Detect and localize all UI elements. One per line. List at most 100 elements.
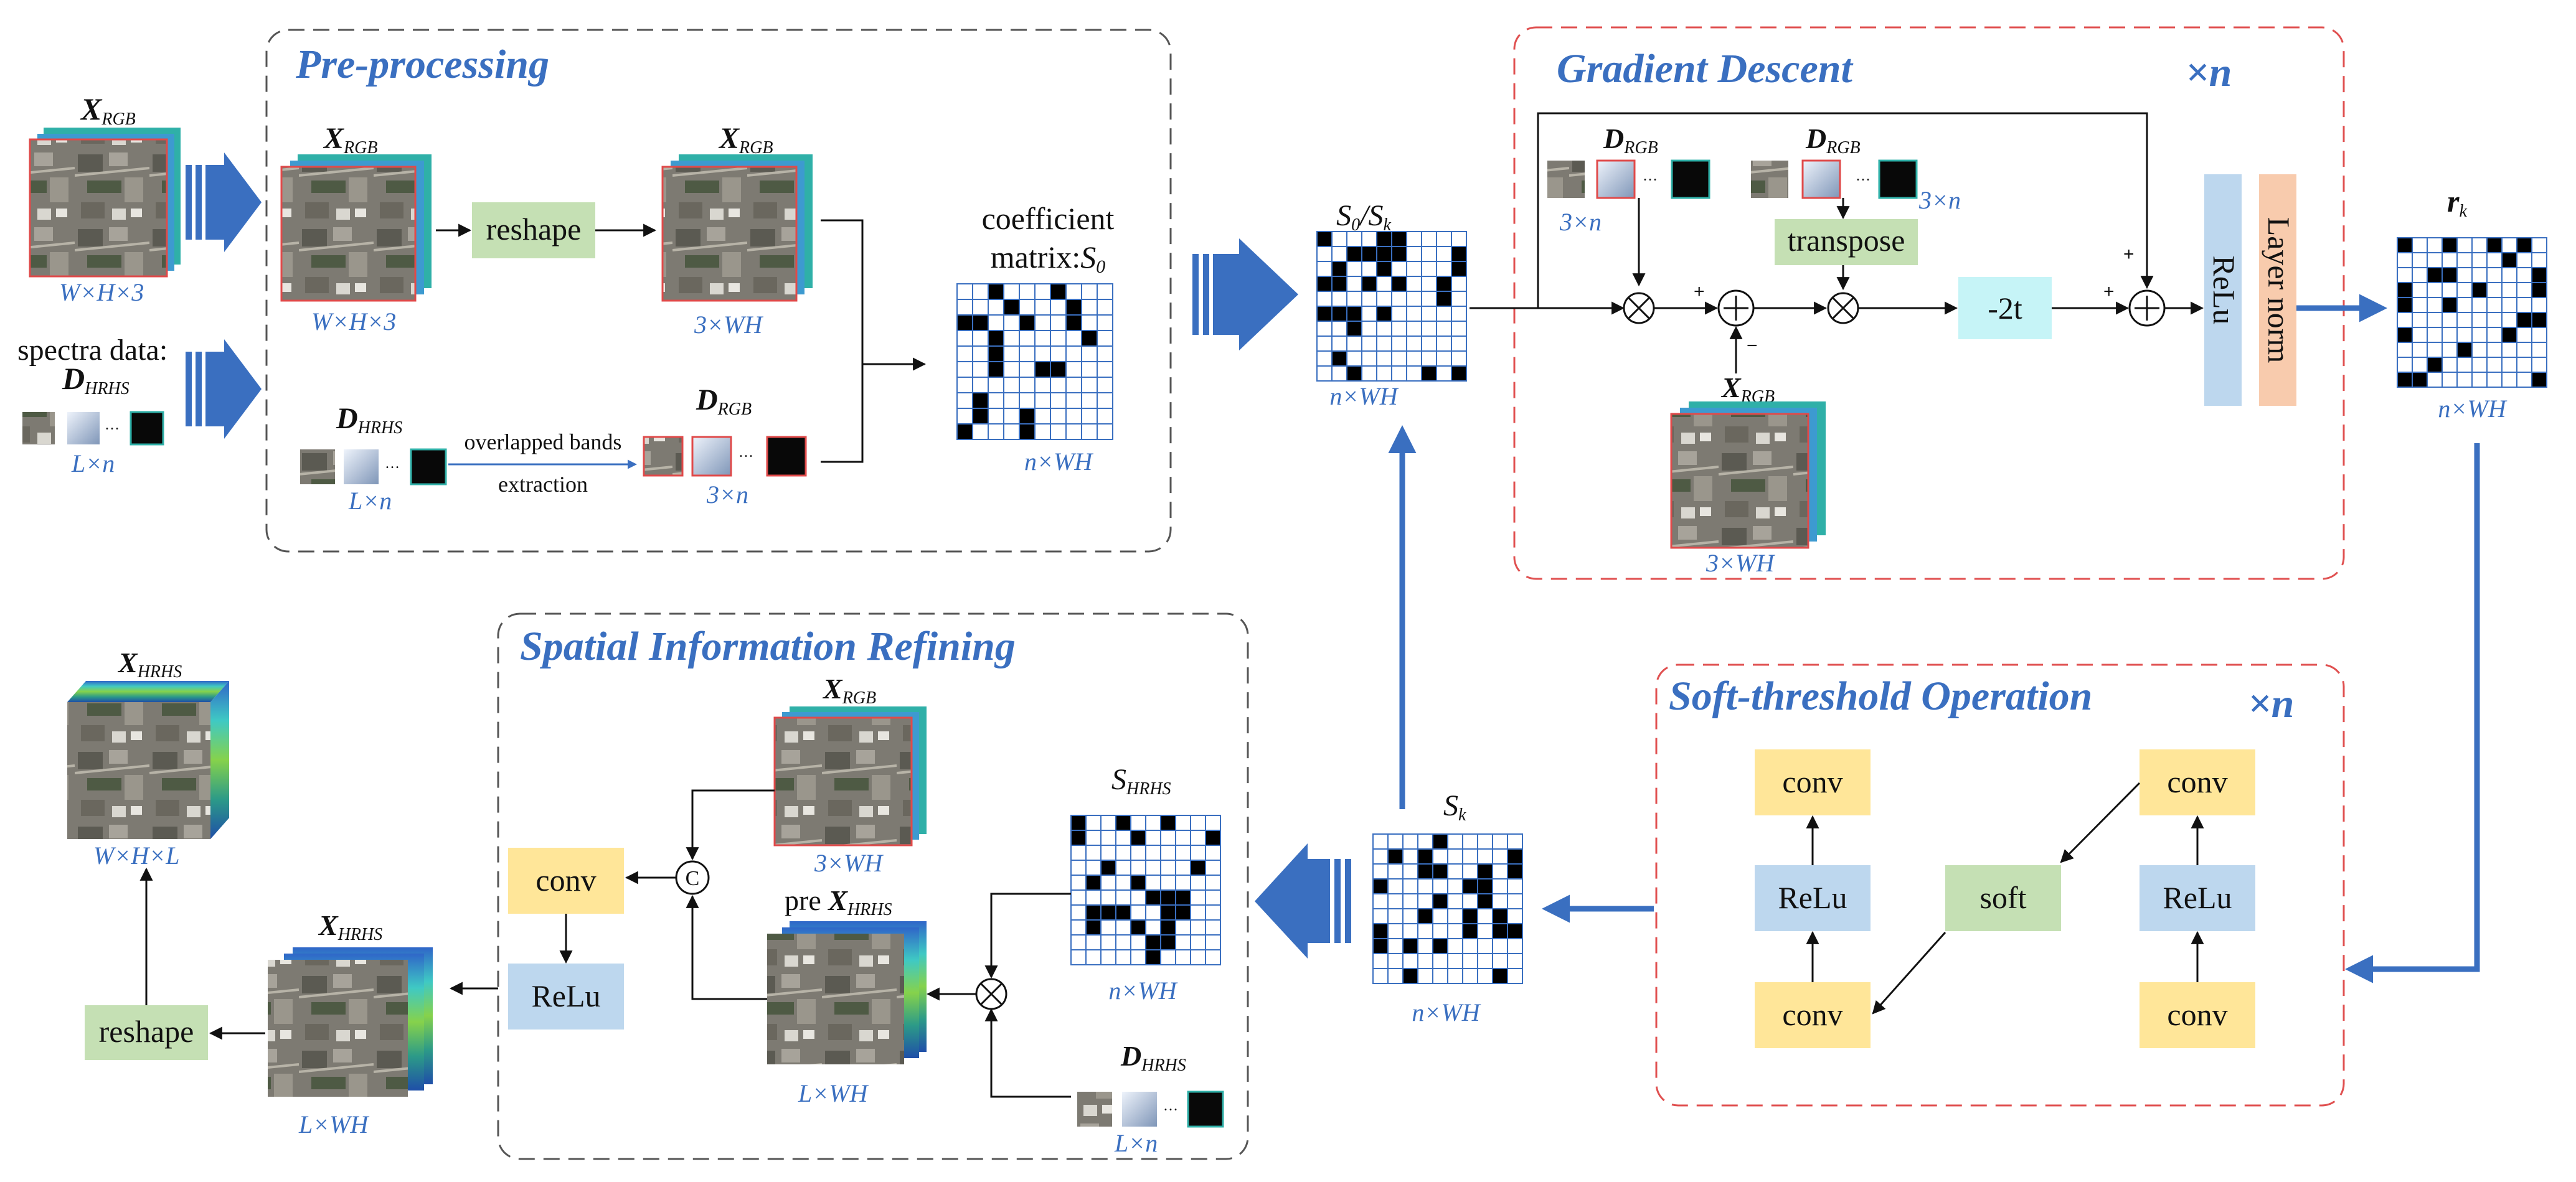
matrix-cell bbox=[2516, 237, 2532, 253]
gradient-repeat-label: ×n bbox=[2186, 50, 2232, 95]
matrix-cell bbox=[1019, 361, 1036, 378]
matrix-cell bbox=[1316, 306, 1333, 322]
matrix-cell bbox=[1070, 815, 1087, 831]
matrix-cell bbox=[1160, 875, 1176, 891]
matrix-cell bbox=[2442, 327, 2458, 343]
matrix-cell bbox=[2501, 342, 2517, 358]
multiply-op-2 bbox=[1827, 292, 1859, 324]
rk-dims: n×WH bbox=[2438, 395, 2507, 423]
matrix-cell bbox=[1462, 968, 1478, 984]
matrix-cell bbox=[1331, 276, 1347, 292]
matrix-cell bbox=[1447, 833, 1463, 850]
matrix-cell bbox=[1115, 860, 1131, 876]
matrix-cell bbox=[972, 392, 989, 409]
matrix-cell bbox=[2531, 267, 2547, 283]
matrix-cell bbox=[1462, 923, 1478, 939]
transpose-label: transpose bbox=[1788, 223, 1905, 258]
matrix-cell bbox=[1115, 845, 1131, 861]
svg-text:W×H×L: W×H×L bbox=[93, 842, 179, 870]
matrix-cell bbox=[1130, 934, 1146, 950]
matrix-cell bbox=[1205, 919, 1221, 936]
matrix-cell bbox=[988, 423, 1004, 440]
matrix-cell bbox=[1160, 904, 1176, 921]
matrix-cell bbox=[1085, 875, 1102, 891]
refining-conv-label: conv bbox=[535, 863, 596, 898]
matrix-cell bbox=[1402, 938, 1418, 954]
matrix-cell bbox=[1205, 875, 1221, 891]
matrix-cell bbox=[1492, 863, 1508, 879]
matrix-cell bbox=[2471, 282, 2488, 298]
coefficient-matrix-s0 bbox=[956, 283, 1113, 440]
matrix-cell bbox=[1081, 392, 1098, 409]
matrix-cell bbox=[1402, 953, 1418, 969]
matrix-cell bbox=[1190, 860, 1206, 876]
matrix-cell bbox=[1361, 321, 1377, 337]
matrix-cell bbox=[1447, 923, 1463, 939]
matrix-cell bbox=[1391, 365, 1407, 382]
matrix-cell bbox=[2531, 237, 2547, 253]
matrix-cell bbox=[2427, 357, 2443, 373]
matrix-cell bbox=[1346, 231, 1362, 247]
matrix-cell bbox=[1175, 934, 1191, 950]
matrix-cell bbox=[1190, 919, 1206, 936]
refining-relu-label: ReLu bbox=[531, 978, 600, 1013]
matrix-cell bbox=[1019, 345, 1036, 362]
gradient-d-rgb-1: DRGB … 3×n bbox=[1547, 123, 1710, 236]
matrix-rk bbox=[2397, 237, 2547, 388]
matrix-cell bbox=[2442, 372, 2458, 388]
matrix-cell bbox=[1406, 261, 1422, 277]
matrix-cell bbox=[1376, 261, 1392, 277]
matrix-cell bbox=[988, 283, 1004, 300]
matrix-cell bbox=[1175, 949, 1191, 965]
svg-text:3×WH: 3×WH bbox=[694, 311, 763, 339]
matrix-cell bbox=[1477, 893, 1493, 909]
matrix-cell bbox=[1451, 291, 1467, 307]
soft-conv-bottom-right-label: conv bbox=[2167, 997, 2227, 1032]
matrix-cell bbox=[1421, 291, 1437, 307]
matrix-cell bbox=[1492, 968, 1508, 984]
soft-conv-top-left-label: conv bbox=[1782, 764, 1842, 799]
matrix-cell bbox=[1097, 283, 1113, 300]
matrix-cell bbox=[2427, 327, 2443, 343]
matrix-cell bbox=[1477, 953, 1493, 969]
matrix-cell bbox=[1160, 845, 1176, 861]
matrix-cell bbox=[2427, 267, 2443, 283]
matrix-cell bbox=[2531, 282, 2547, 298]
matrix-cell bbox=[1190, 949, 1206, 965]
matrix-cell bbox=[1034, 361, 1051, 378]
matrix-cell bbox=[1346, 365, 1362, 382]
soft-threshold-title: Soft-threshold Operation bbox=[1669, 673, 2092, 719]
matrix-cell bbox=[1070, 904, 1087, 921]
matrix-cell bbox=[1070, 889, 1087, 906]
s0sk-label: S0/Sk bbox=[1336, 199, 1391, 235]
big-arrow-sk-to-shrhs bbox=[1255, 843, 1351, 959]
matrix-cell bbox=[1421, 261, 1437, 277]
coefficient-label-2: matrix:S0 bbox=[991, 240, 1105, 277]
matrix-cell bbox=[1034, 377, 1051, 393]
matrix-cell bbox=[1462, 833, 1478, 850]
svg-text:XRGB: XRGB bbox=[80, 91, 136, 129]
matrix-cell bbox=[1034, 392, 1051, 409]
matrix-cell bbox=[1507, 923, 1523, 939]
matrix-cell bbox=[1462, 878, 1478, 894]
matrix-cell bbox=[1115, 830, 1131, 846]
matrix-cell bbox=[2501, 267, 2517, 283]
matrix-cell bbox=[2501, 372, 2517, 388]
matrix-cell bbox=[2471, 252, 2488, 268]
matrix-cell bbox=[1372, 908, 1389, 924]
spectra-data-label: spectra data: bbox=[17, 334, 167, 367]
matrix-cell bbox=[1050, 283, 1067, 300]
minus-2t-label: -2t bbox=[1988, 291, 2022, 326]
matrix-cell bbox=[1346, 246, 1362, 262]
matrix-cell bbox=[2412, 327, 2428, 343]
matrix-cell bbox=[988, 314, 1004, 331]
matrix-cell bbox=[1331, 306, 1347, 322]
matrix-cell bbox=[1376, 246, 1392, 262]
matrix-cell bbox=[1417, 878, 1433, 894]
matrix-cell bbox=[972, 330, 989, 347]
matrix-cell bbox=[1130, 919, 1146, 936]
matrix-cell bbox=[972, 408, 989, 424]
matrix-cell bbox=[1402, 848, 1418, 865]
matrix-cell bbox=[1361, 246, 1377, 262]
matrix-cell bbox=[1115, 934, 1131, 950]
